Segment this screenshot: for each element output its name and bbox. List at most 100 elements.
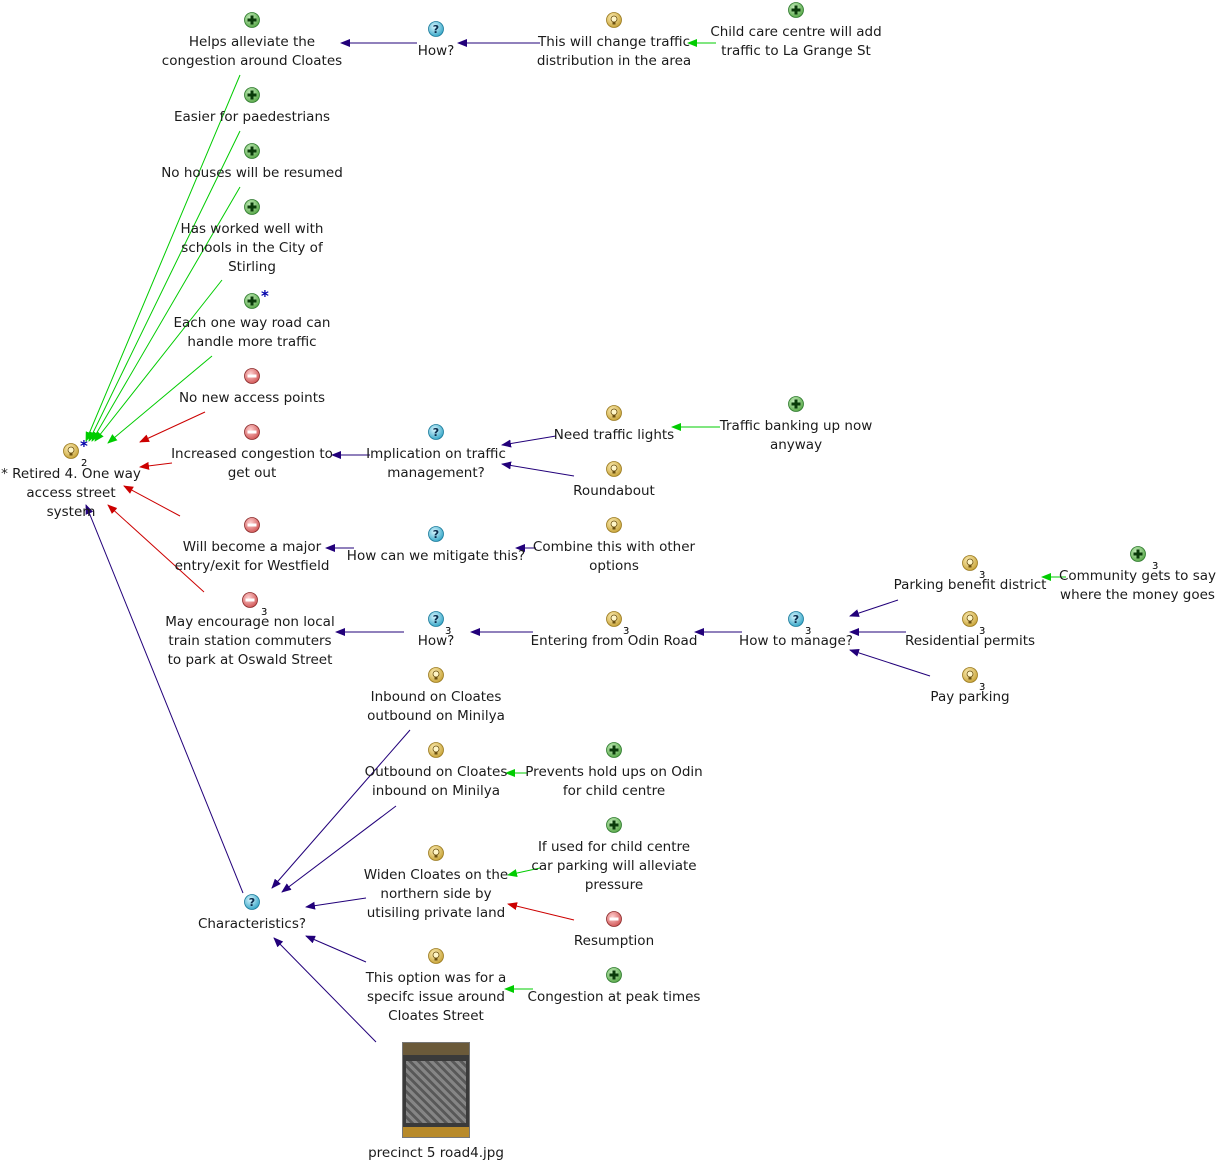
node-resumption[interactable]: Resumption <box>519 911 709 951</box>
node-commuters[interactable]: 3 May encourage non local train station … <box>160 592 340 670</box>
svg-text:?: ? <box>433 426 439 439</box>
node-traffic-lights[interactable]: Need traffic lights <box>519 405 709 445</box>
node-mitigate[interactable]: ? How can we mitigate this? <box>346 526 526 566</box>
count-badge: 3 <box>979 570 986 581</box>
node-childcare-traffic[interactable]: Child care centre will add traffic to La… <box>701 2 891 61</box>
node-specific-issue[interactable]: This option was for a specifc issue arou… <box>356 948 516 1026</box>
node-label: Prevents hold ups on Odin for child cent… <box>525 764 703 799</box>
question-icon: ? <box>244 894 260 910</box>
question-icon: ? <box>428 21 444 37</box>
node-inbound-cloates[interactable]: Inbound on Cloates outbound on Minilya <box>351 667 521 726</box>
idea-icon <box>962 611 978 627</box>
con-icon <box>244 517 260 533</box>
node-label: Helps alleviate the congestion around Cl… <box>161 34 343 69</box>
edge-characteristics-root <box>85 504 244 894</box>
pro-icon <box>244 199 260 215</box>
node-label: Combine this with other options <box>532 539 696 574</box>
node-hold-ups[interactable]: Prevents hold ups on Odin for child cent… <box>519 742 709 801</box>
node-implication[interactable]: ? Implication on traffic management? <box>361 424 511 483</box>
svg-text:?: ? <box>433 528 439 541</box>
node-peak-times[interactable]: Congestion at peak times <box>519 967 709 1007</box>
node-root[interactable]: * 2 * Retired 4. One way access street s… <box>0 437 142 522</box>
edge-commuters-root <box>107 504 205 593</box>
idea-icon <box>428 948 444 964</box>
node-label: Will become a major entry/exit for Westf… <box>174 539 330 574</box>
node-traffic-distribution[interactable]: This will change traffic distribution in… <box>519 12 709 71</box>
node-label: Child care centre will add traffic to La… <box>710 24 882 59</box>
pro-icon <box>1129 546 1146 562</box>
pro-icon <box>606 967 622 983</box>
pro-icon <box>244 293 260 309</box>
aerial-map-image <box>406 1061 466 1123</box>
node-parking-district[interactable]: 3 Parking benefit district <box>890 555 1050 595</box>
node-outbound-cloates[interactable]: Outbound on Cloates inbound on Minilya <box>351 742 521 801</box>
node-label: How? <box>417 43 455 59</box>
question-icon: ? <box>428 526 444 542</box>
idea-icon <box>63 443 79 459</box>
question-icon: ? <box>788 611 804 627</box>
node-how-to-manage[interactable]: ? 3 How to manage? <box>731 611 861 651</box>
node-car-parking[interactable]: If used for child centre car parking wil… <box>529 817 699 895</box>
edge-lights-implication <box>501 435 557 448</box>
node-odin-entry[interactable]: 3 Entering from Odin Road <box>519 611 709 651</box>
node-combine[interactable]: Combine this with other options <box>529 517 699 576</box>
edge-handlemore-root <box>107 355 213 444</box>
edge-carparking-widen <box>507 867 541 877</box>
node-how-1[interactable]: ? How? <box>386 21 486 61</box>
star-marker: * <box>261 287 269 305</box>
count-badge: 3 <box>445 626 452 637</box>
node-label: Traffic banking up now anyway <box>719 418 873 453</box>
node-community-say[interactable]: 3 Community gets to say where the money … <box>1056 546 1219 605</box>
node-roundabout[interactable]: Roundabout <box>519 461 709 501</box>
node-no-houses[interactable]: No houses will be resumed <box>157 143 347 183</box>
edge-roundabout-implication <box>501 461 575 477</box>
node-alleviate[interactable]: Helps alleviate the congestion around Cl… <box>157 12 347 71</box>
node-residential-permits[interactable]: 3 Residential permits <box>890 611 1050 651</box>
edge-alleviate-root <box>85 74 241 442</box>
node-image-caption[interactable]: precinct 5 road4.jpg <box>341 1144 531 1163</box>
pro-icon <box>244 143 260 159</box>
node-label: Has worked well with schools in the City… <box>180 221 324 275</box>
node-characteristics[interactable]: ? Characteristics? <box>187 894 317 934</box>
node-no-access[interactable]: No new access points <box>157 368 347 408</box>
node-label: Community gets to say where the money go… <box>1058 568 1217 603</box>
edge-congestion-root <box>139 461 173 470</box>
node-label: Implication on traffic management? <box>366 446 506 481</box>
svg-text:?: ? <box>249 896 255 909</box>
question-icon: ? <box>428 424 444 440</box>
count-badge: 2 <box>81 458 88 469</box>
svg-text:?: ? <box>793 613 799 626</box>
edge-nohouses-root <box>91 186 241 442</box>
node-major-entry[interactable]: Will become a major entry/exit for Westf… <box>157 517 347 576</box>
idea-icon <box>606 405 622 421</box>
node-label: Parking benefit district <box>893 577 1047 593</box>
idea-icon <box>428 667 444 683</box>
con-icon <box>244 368 260 384</box>
idea-icon <box>606 12 622 28</box>
edge-resumption-widen <box>507 902 575 921</box>
image-thumbnail[interactable] <box>402 1042 470 1138</box>
node-label: precinct 5 road4.jpg <box>368 1145 504 1161</box>
node-label: Resumption <box>573 933 655 949</box>
edge-pedestrians-root <box>88 130 241 442</box>
node-label: No new access points <box>178 390 326 406</box>
node-label: Easier for paedestrians <box>173 109 331 125</box>
node-pay-parking[interactable]: 3 Pay parking <box>890 667 1050 707</box>
node-banking-up[interactable]: Traffic banking up now anyway <box>701 396 891 455</box>
node-how-2[interactable]: ? 3 How? <box>386 611 486 651</box>
node-pedestrians[interactable]: Easier for paedestrians <box>157 87 347 127</box>
edge-workedwell-root <box>94 279 223 442</box>
node-widen-cloates[interactable]: Widen Cloates on the northern side by ut… <box>356 845 516 923</box>
edge-outbound-characteristics <box>281 805 397 893</box>
node-worked-well[interactable]: Has worked well with schools in the City… <box>172 199 332 277</box>
node-label: Congestion at peak times <box>527 989 701 1005</box>
edge-image-characteristics <box>273 937 377 1043</box>
node-label: Outbound on Cloates inbound on Minilya <box>364 764 508 799</box>
node-label: Pay parking <box>930 689 1010 705</box>
edge-inbound-characteristics <box>271 729 411 889</box>
count-badge: 3 <box>623 626 630 637</box>
node-label: This will change traffic distribution in… <box>536 34 692 69</box>
node-congestion-out[interactable]: Increased congestion to get out <box>170 424 334 483</box>
node-handle-more-traffic[interactable]: * Each one way road can handle more traf… <box>157 287 347 352</box>
node-label: Widen Cloates on the northern side by ut… <box>363 867 509 921</box>
